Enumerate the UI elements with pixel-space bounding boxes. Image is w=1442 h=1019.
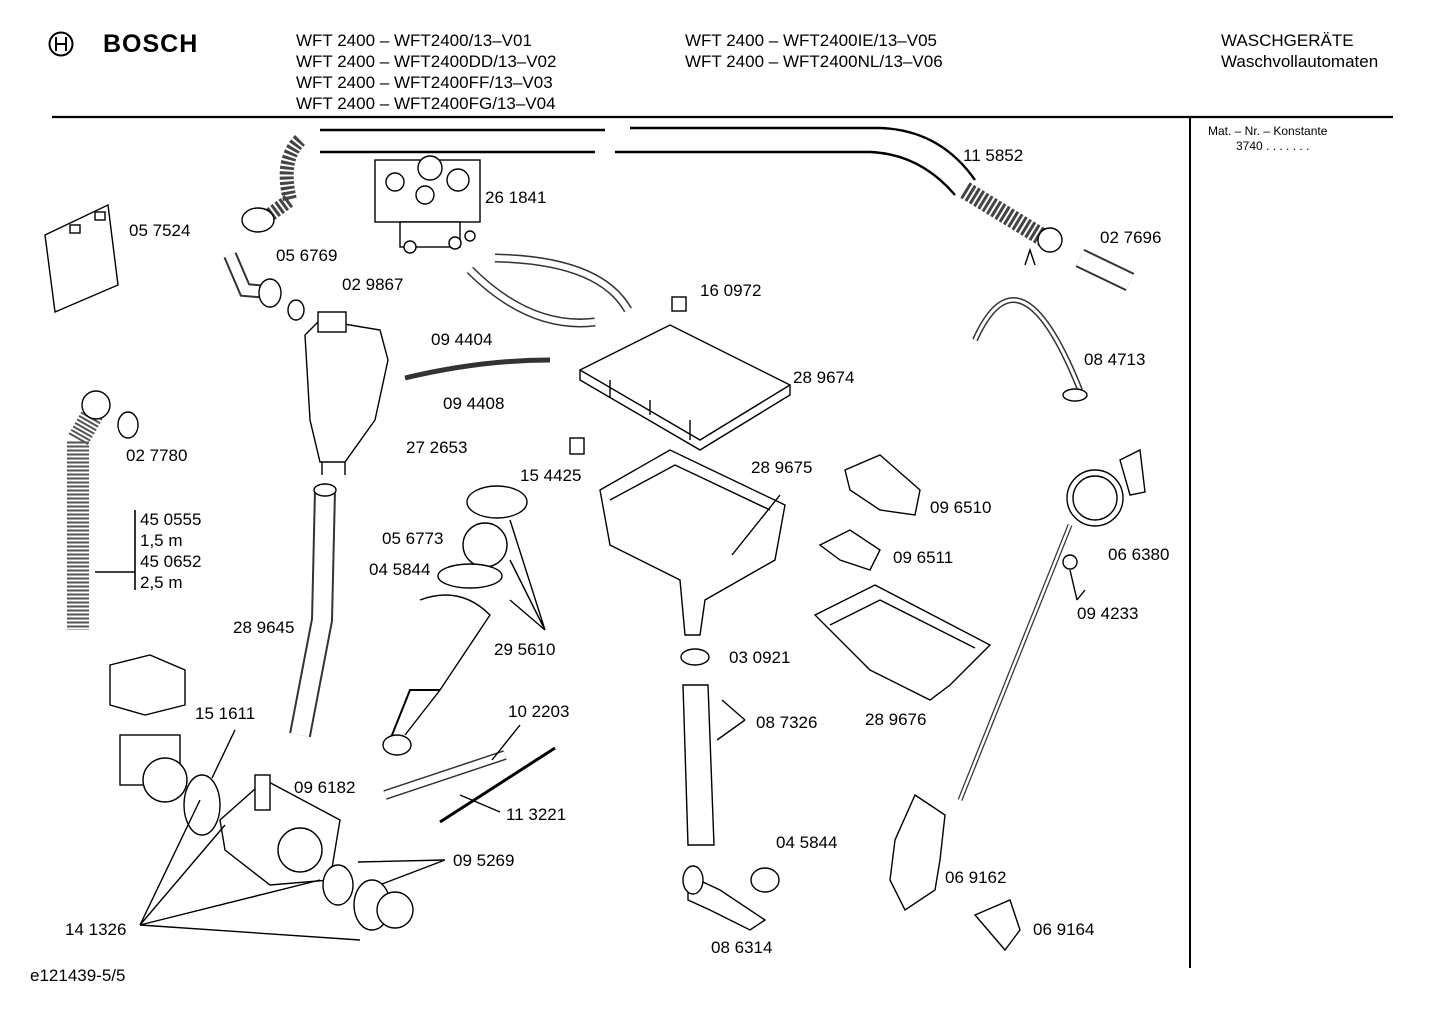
sidebar-title: Mat. – Nr. – Konstante (1208, 124, 1328, 138)
document-id: e121439-5/5 (30, 966, 126, 985)
part-label: 09 4408 (443, 394, 505, 413)
part-label: 04 5844 (776, 833, 838, 852)
category-title: WASCHGERÄTE (1221, 31, 1354, 50)
part-label: 05 6773 (382, 529, 444, 548)
part-label: 15 4425 (520, 466, 582, 485)
part-label: 06 9162 (945, 868, 1007, 887)
part-label: 1,5 m (140, 531, 183, 550)
model-line: WFT 2400 – WFT2400/13–V01 (296, 31, 532, 50)
part-label: 11 3221 (506, 805, 567, 824)
part-label: 03 0921 (729, 648, 791, 667)
part-label: 06 9164 (1033, 920, 1095, 939)
part-label: 28 9676 (865, 710, 927, 729)
part-label: 05 6769 (276, 246, 338, 265)
part-label: 09 4404 (431, 330, 493, 349)
part-label: 09 5269 (453, 851, 515, 870)
valve-block (374, 155, 481, 254)
model-line: WFT 2400 – WFT2400NL/13–V06 (685, 52, 943, 71)
part-label: 09 4233 (1077, 604, 1139, 623)
model-list-1: WFT 2400 – WFT2400/13–V01 WFT 2400 – WFT… (296, 30, 556, 114)
sidebar-value: 3740 . . . . . . . (1236, 139, 1310, 153)
part-label: 28 9675 (751, 458, 813, 477)
part-label: 10 2203 (508, 702, 570, 721)
part-label: 09 6510 (930, 498, 992, 517)
part-label: 06 6380 (1108, 545, 1170, 564)
part-label: 15 1611 (195, 704, 256, 723)
model-line: WFT 2400 – WFT2400DD/13–V02 (296, 52, 557, 71)
part-label: 05 7524 (129, 221, 191, 240)
brand-name: BOSCH (103, 30, 199, 58)
part-label: 08 4713 (1084, 350, 1146, 369)
model-list-2: WFT 2400 – WFT2400IE/13–V05 WFT 2400 – W… (685, 30, 943, 72)
part-label: 27 2653 (406, 438, 468, 457)
category-block: WASCHGERÄTE Waschvollautomaten (1221, 30, 1378, 72)
part-label: 26 1841 (485, 188, 547, 207)
part-label: 16 0972 (700, 281, 762, 300)
part-label: 29 5610 (494, 640, 556, 659)
part-label: 09 6511 (893, 548, 954, 567)
part-label: 02 9867 (342, 275, 404, 294)
model-line: WFT 2400 – WFT2400IE/13–V05 (685, 31, 937, 50)
part-label: 45 0652 (140, 552, 202, 571)
part-label: 28 9674 (793, 368, 855, 387)
part-label: 28 9645 (233, 618, 295, 637)
model-line: WFT 2400 – WFT2400FF/13–V03 (296, 73, 553, 92)
part-label: 09 6182 (294, 778, 356, 797)
part-label: 02 7696 (1100, 228, 1162, 247)
part-label: 04 5844 (369, 560, 431, 579)
part-label: 08 7326 (756, 713, 818, 732)
model-line: WFT 2400 – WFT2400FG/13–V04 (296, 94, 556, 113)
part-label: 2,5 m (140, 573, 183, 592)
part-label: 45 0555 (140, 510, 202, 529)
part-label: 02 7780 (126, 446, 188, 465)
category-subtitle: Waschvollautomaten (1221, 52, 1379, 71)
part-label: 11 5852 (963, 146, 1024, 165)
bosch-logo-icon (48, 31, 74, 57)
part-label: 08 6314 (711, 938, 773, 957)
part-label: 14 1326 (65, 920, 127, 939)
